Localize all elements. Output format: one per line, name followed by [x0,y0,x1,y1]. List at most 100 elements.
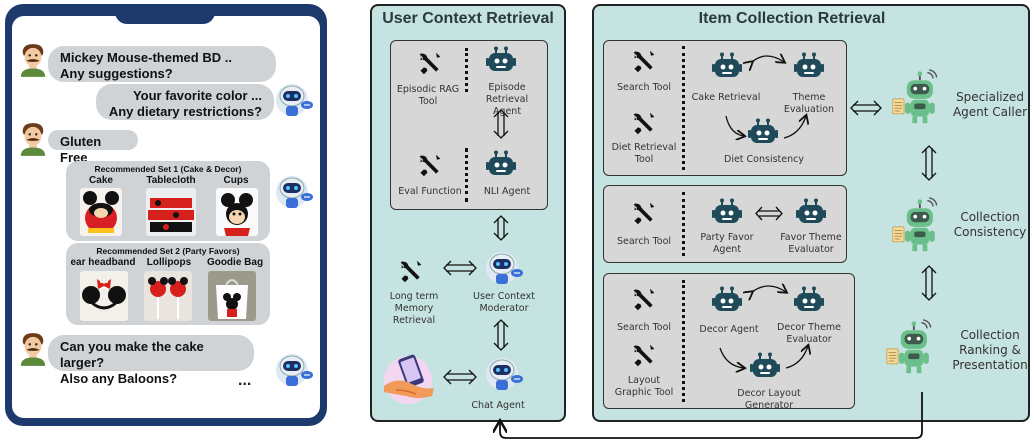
lollipops-image [144,271,192,321]
curved-arrow [783,116,806,139]
curved-arrow [719,347,744,368]
rec-item-label: Cake [89,175,113,186]
rec-set-title: Recommended Set 2 (Party Favors) [96,246,240,256]
decor-agent-label: Decor Agent [699,324,759,335]
label-line: Graphic Tool [614,387,674,398]
label-line: Episodic RAG [396,84,460,95]
message-line: Also any Baloons? [60,371,178,386]
user-message-3: Can you make the cake larger? Also any B… [48,335,254,386]
collection-ranking-label: Collection Ranking & Presentation [950,328,1030,373]
panel-title: User Context Retrieval [382,10,554,27]
search-tool-label: Search Tool [616,236,672,247]
rec-item-label: ear headband [70,257,136,268]
eval-function-label: Eval Function [398,186,462,197]
label-line: Agent [712,244,742,255]
party-favor-agent-label: Party Favor Agent [692,232,762,256]
label-line: Favor Theme [780,232,842,243]
phone-hand-icon [384,354,434,404]
label-line: Evaluator [786,334,832,345]
label-line: Presentation [952,358,1028,372]
divider [682,280,685,402]
search-tool-label: Search Tool [616,322,672,333]
message-line: Your favorite color ... [132,88,262,103]
episodic-rag-tool-label: Episodic RAG Tool [392,84,464,108]
label-line: Party Favor [700,232,754,243]
label-line: Agent Caller [952,105,1028,119]
double-arrow [443,369,477,385]
episode-retrieval-agent-label: Episode Retrieval Agent [466,82,548,118]
cake-image [80,188,122,236]
label-line: Tool [634,154,654,165]
label-line: Diet Retrieval [611,142,677,153]
rec-item-label: Goodie Bag [206,257,264,268]
rec-item-label: Tablecloth [146,175,196,186]
label-line: Decor Theme [777,322,841,333]
user-context-inner-box [390,40,548,210]
divider [465,48,468,92]
decor-theme-evaluator-label: Decor Theme Evaluator [772,322,846,346]
label-line: Episode Retrieval [485,82,529,105]
curved-arrow [785,346,808,369]
label-line: Moderator [479,303,529,314]
divider [682,192,685,256]
label-line: Layout [627,375,661,386]
double-arrow [493,109,509,139]
label-line: User Context [473,291,535,302]
phone-notch [115,4,215,24]
diet-consistency-label: Diet Consistency [724,154,804,165]
tablecloth-image [146,188,196,236]
double-arrow [755,206,783,221]
label-line: Specialized [956,90,1024,104]
label-line: Collection [960,328,1020,342]
diet-retrieval-tool-label: Diet Retrieval Tool [606,142,682,166]
long-term-memory-label: Long term Memory Retrieval [372,291,456,327]
return-arrow [500,392,923,439]
user-message-2: Gluten Free [48,130,138,165]
label-line: Long term Memory [389,291,439,314]
decor-layout-generator-label: Decor Layout Generator [737,388,801,411]
theme-evaluation-label: Theme Evaluation [783,92,835,115]
message-line: Can you make the cake larger? [60,339,204,370]
panel-title: Item Collection Retrieval [698,10,886,27]
double-arrow [921,145,937,181]
chat-agent-label: Chat Agent [471,400,525,411]
cups-image [216,188,258,236]
user-context-moderator-label: User Context Moderator [466,291,542,315]
message-line: Any suggestions? [60,66,173,81]
double-arrow [850,100,882,116]
divider [682,46,685,170]
recommended-set-2: Recommended Set 2 (Party Favors) ear hea… [66,243,270,325]
double-arrow [493,319,509,351]
curved-arrow [752,286,786,292]
rec-item-label: Lollipops [146,257,192,268]
nli-agent-label: NLI Agent [483,186,531,197]
curved-arrow [725,115,744,136]
specialized-agent-caller-label: Specialized Agent Caller [950,90,1030,120]
ear-headband-image [80,271,128,321]
label-line: Agent [492,106,522,117]
layout-graphic-tool-label: Layout Graphic Tool [608,375,680,399]
label-line: Retrieval [392,315,436,326]
user-message-1: Mickey Mouse-themed BD .. Any suggestion… [48,46,276,82]
collection-consistency-label: Collection Consistency [950,210,1030,240]
label-line: Tool [418,96,438,107]
favor-theme-evaluator-label: Favor Theme Evaluator [776,232,846,256]
typing-ellipsis: ... [238,372,252,389]
label-line: Consistency [953,225,1027,239]
rec-item-label: Cups [223,175,249,186]
divider [465,148,468,202]
double-arrow [921,265,937,301]
cake-retrieval-label: Cake Retrieval [691,92,761,103]
double-arrow [493,215,509,241]
recommended-set-1: Recommended Set 1 (Cake & Decor) Cake Ta… [66,161,270,241]
curved-arrow [752,56,784,62]
goodie-bag-image [208,271,256,321]
rec-set-title: Recommended Set 1 (Cake & Decor) [94,164,242,174]
label-line: Ranking & [959,343,1021,357]
bot-message-1: Your favorite color ... Any dietary rest… [96,84,274,120]
double-arrow [443,260,477,276]
search-tool-label: Search Tool [616,82,672,93]
party-favor-box [603,185,847,263]
message-line: Mickey Mouse-themed BD .. [60,50,232,65]
